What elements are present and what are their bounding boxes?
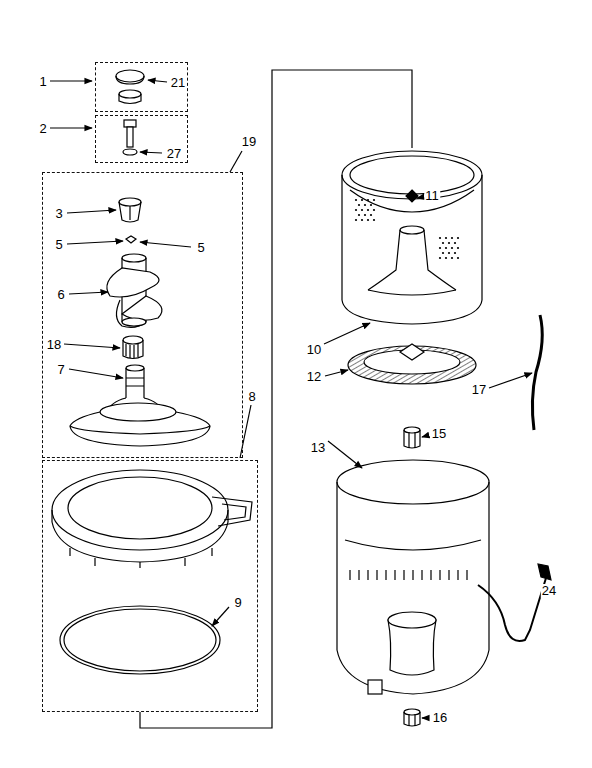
balance-ring (52, 470, 252, 568)
callout-number: 6 (56, 288, 65, 302)
callout-number: 9 (233, 596, 242, 610)
bolt (123, 120, 137, 155)
group-box: 227 (95, 115, 188, 163)
outer-tub (337, 460, 489, 694)
agitator-base (70, 365, 210, 446)
callout-number: 17 (471, 383, 487, 397)
group-box: 89 (42, 460, 258, 712)
bearing (123, 336, 143, 359)
leader-lines (50, 80, 532, 718)
spin-basket (342, 151, 482, 324)
callout-number: 19 (241, 135, 257, 149)
group-box: 193556187 (42, 172, 243, 458)
callout-number: 2 (38, 122, 47, 136)
spanner-nut (404, 427, 420, 448)
hose (478, 578, 546, 641)
callout-number: 15 (431, 427, 447, 441)
callout-number: 12 (306, 370, 322, 384)
callout-number: 24 (541, 584, 557, 598)
nut (404, 709, 420, 726)
tube (532, 315, 542, 430)
callout-number: 11 (424, 189, 440, 203)
callout-number: 18 (46, 338, 62, 352)
gasket (60, 606, 220, 674)
callout-number: 27 (166, 147, 182, 161)
cam-cup (119, 198, 141, 222)
callout-number: 3 (54, 207, 63, 221)
callout-number: 13 (310, 441, 326, 455)
dog (126, 236, 136, 243)
callout-number: 5 (54, 238, 63, 252)
callout-number: 7 (56, 363, 65, 377)
callout-number: 10 (306, 343, 322, 357)
callout-number: 16 (432, 711, 448, 725)
callout-number: 5 (196, 241, 205, 255)
group-box: 121 (95, 62, 188, 112)
hose-end (538, 564, 551, 580)
agitator-cap (116, 70, 144, 104)
auger (107, 254, 162, 327)
callout-number: 1 (38, 75, 47, 89)
callout-number: 8 (247, 390, 256, 404)
callout-number: 21 (170, 76, 186, 90)
hub-ring (348, 344, 476, 384)
